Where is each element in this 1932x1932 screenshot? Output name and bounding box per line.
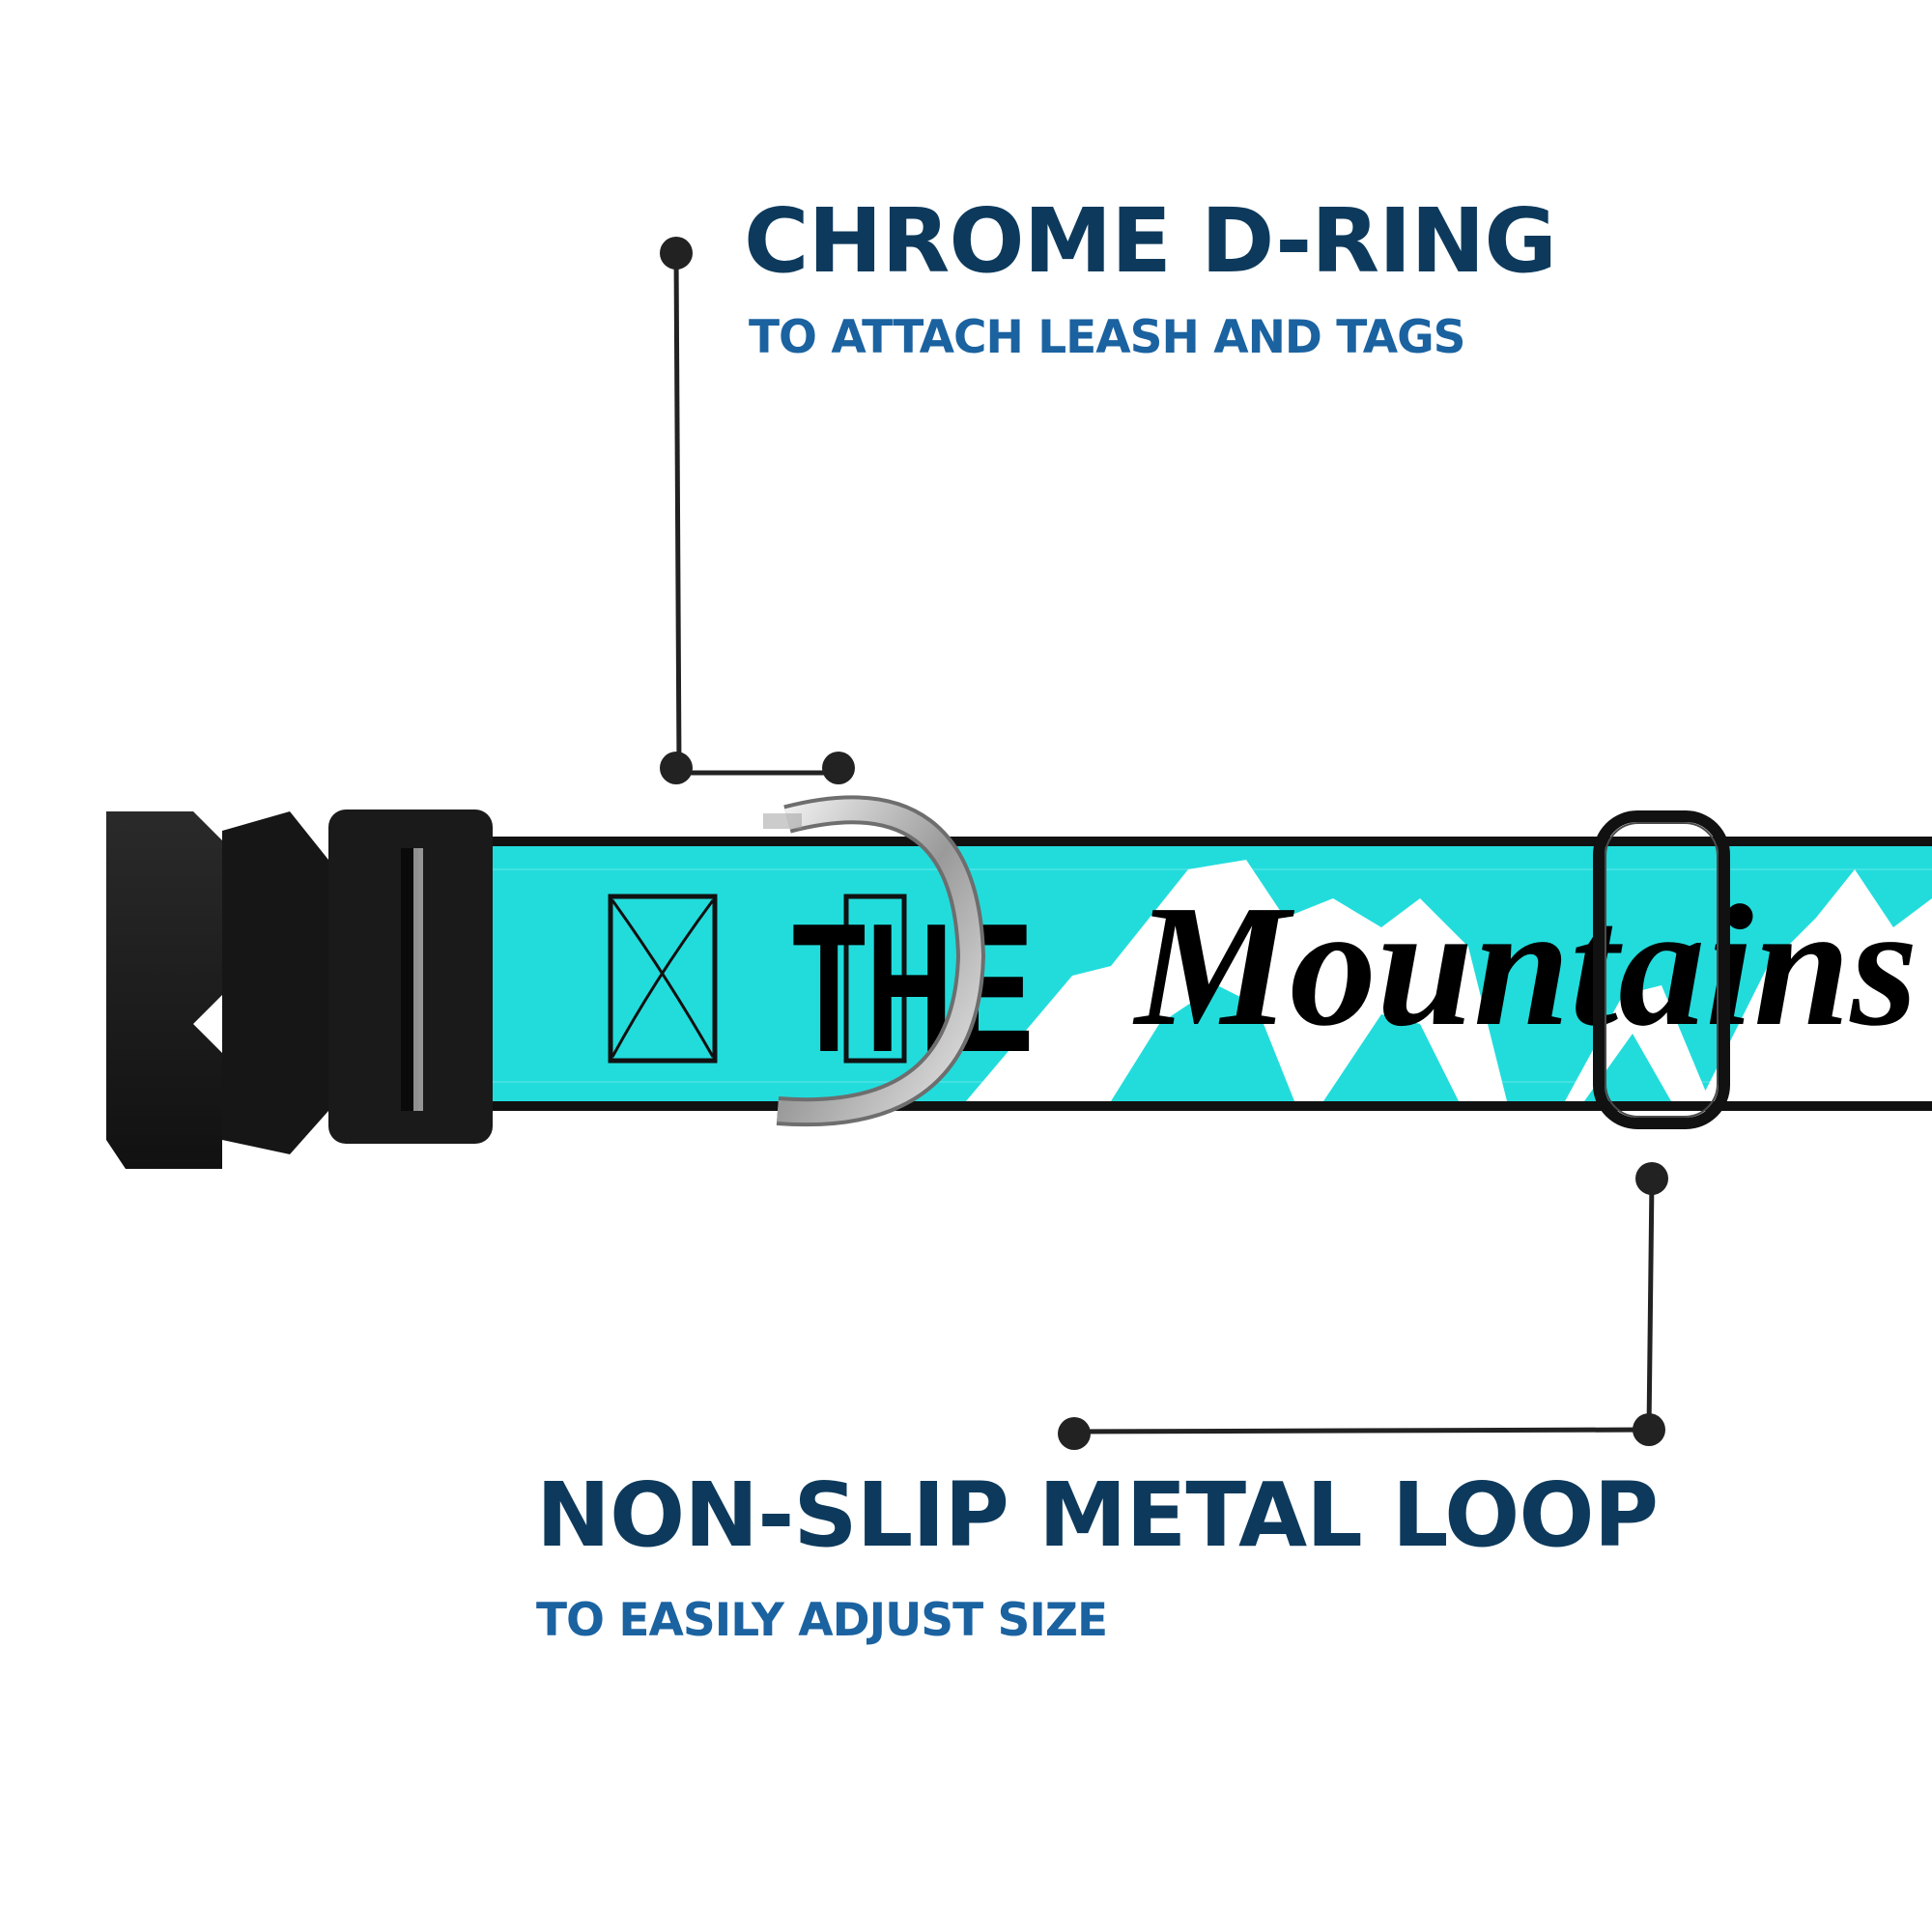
d-ring-subtitle: TO ATTACH LEASH AND TAGS bbox=[749, 311, 1465, 364]
d-ring bbox=[763, 795, 986, 1127]
print-box-icon bbox=[608, 894, 907, 1064]
slider-loop bbox=[1593, 810, 1730, 1129]
d-ring-title: CHROME D-RING bbox=[744, 189, 1557, 293]
metal-loop-subtitle: TO EASILY ADJUST SIZE bbox=[536, 1594, 1108, 1647]
print-text-the: THE bbox=[792, 886, 1034, 1091]
print-text-mountains: Mountains bbox=[1132, 869, 1918, 1062]
metal-loop-leader bbox=[1058, 1162, 1668, 1450]
d-ring-leader bbox=[660, 237, 855, 784]
buckle bbox=[106, 810, 493, 1169]
metal-loop-title: NON-SLIP METAL LOOP bbox=[536, 1463, 1659, 1567]
